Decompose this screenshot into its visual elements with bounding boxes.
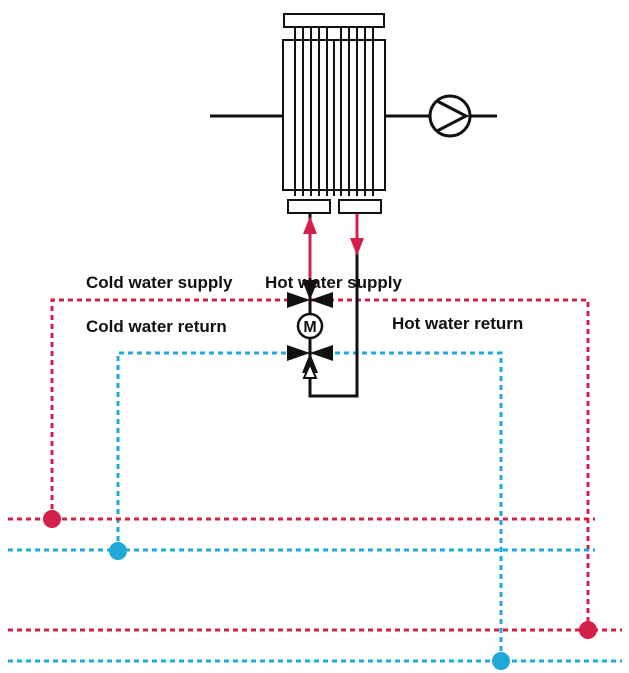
cold-dashed-loop	[116, 351, 503, 660]
motor-letter: M	[303, 319, 316, 336]
upper-three-way-valve-icon	[287, 280, 333, 308]
supply-arrow-up	[303, 216, 317, 278]
return-arrow-down	[350, 214, 364, 256]
cold-junction-dot-right	[492, 652, 510, 670]
hot-junction-dot-right	[579, 621, 597, 639]
label-cold-water-return: Cold water return	[86, 317, 227, 336]
label-cold-water-supply: Cold water supply	[86, 273, 233, 292]
heat-exchanger-top-cap	[283, 13, 385, 28]
heat-exchanger-left-header	[287, 199, 331, 214]
check-valve-icon	[302, 361, 318, 379]
label-hot-water-supply: Hot water supply	[265, 273, 403, 292]
motor-actuator-icon: M	[296, 312, 324, 340]
heat-exchanger-right-header	[338, 199, 382, 214]
cold-junction-dot-left	[109, 542, 127, 560]
hot-dashed-loop	[50, 298, 590, 630]
fan-icon	[428, 94, 472, 138]
label-hot-water-return: Hot water return	[392, 314, 523, 333]
hot-junction-dot-left	[43, 510, 61, 528]
heat-exchanger	[282, 13, 386, 214]
heat-exchanger-tubes	[294, 27, 374, 196]
bypass-pipe	[308, 214, 359, 398]
